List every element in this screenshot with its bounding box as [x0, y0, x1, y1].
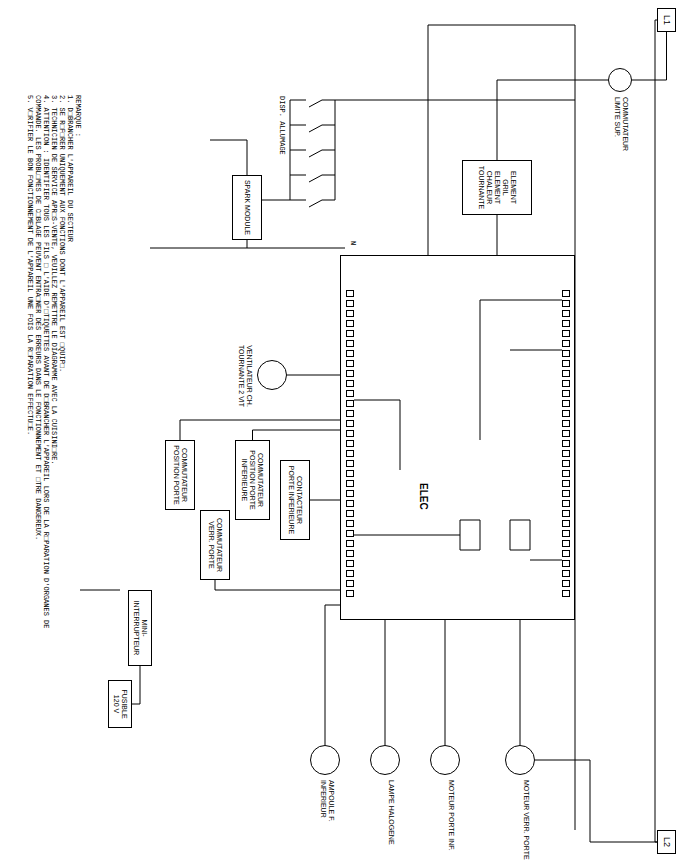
- component-label: L1: [661, 15, 672, 25]
- wire: [325, 605, 340, 745]
- component-label: MOTEUR VERR. PORTE: [522, 780, 530, 860]
- line-terminal: L1: [657, 8, 676, 32]
- wire-label: N: [349, 240, 357, 246]
- wire: [535, 760, 657, 842]
- component-label: COMMUTATEUR POSITION PORTE: [172, 443, 188, 507]
- motor-symbol: MOTEUR PORTE INF.: [430, 745, 460, 775]
- component-label: CONTACTEUR PORTE INFERIEURE: [287, 463, 303, 537]
- notes-block: REMARQUE :1. D□BRANCHER L'APPAREIL DU SE…: [26, 95, 82, 655]
- element-box: ELEMENT GRILELEMENT CHALEUR TOURNANTE: [462, 160, 532, 215]
- note-line: 2. SE R□F□RER UNIQUEMENT AUX FONCTIONS D…: [58, 95, 66, 655]
- fuse-box: FUSIBLE 120 V: [108, 680, 132, 728]
- wire: [497, 215, 498, 255]
- component-label: AMPOULE F. INFERIEUR: [319, 780, 335, 860]
- lock-switch: COMMUTATEUR VERR. PORTE: [200, 510, 230, 580]
- wire-label: DISP. ALLUMAGE: [278, 95, 286, 156]
- component-label: MOTEUR PORTE INF.: [447, 780, 455, 860]
- component-label: COMMUTATEUR LIMITE SUP.: [613, 97, 629, 167]
- component-label: ELEC: [417, 481, 429, 512]
- component-label: ELEMENT CHALEUR TOURNANTE: [477, 163, 501, 212]
- wire: [497, 80, 608, 160]
- component-label: MINI-INTERRUPTEUR: [132, 593, 148, 663]
- wire: [385, 620, 386, 745]
- line-terminal: L2: [657, 830, 676, 854]
- wire: [445, 620, 446, 745]
- component-label: LAMPE HALOGENE: [387, 780, 395, 860]
- wire: [520, 620, 521, 745]
- wire: [632, 32, 667, 80]
- component-label: ELEMENT GRIL: [501, 163, 517, 212]
- board-wiring: [80, 300, 562, 590]
- component-label: COMMUTATEUR POSITION PORTE INFERIEURE: [241, 443, 265, 517]
- wire: [180, 420, 340, 440]
- connector-pins-inner: [350, 290, 566, 600]
- component-label: COMMUTATEUR VERR. PORTE: [207, 513, 223, 577]
- component-label: SPARK MODULE: [243, 180, 251, 235]
- fan-motor: VENTILATEUR CH. TOURNANTE 2 VIT: [257, 360, 287, 390]
- bus-wire: [428, 20, 658, 842]
- door-switch: CONTACTEUR PORTE INFERIEURE: [280, 460, 310, 540]
- note-line: REMARQUE :: [74, 95, 82, 655]
- note-line: 3. TECHNICIEN DE SERVICE APR□S-VENTE, VE…: [50, 95, 58, 655]
- control-board: ELEC: [340, 255, 575, 620]
- component-label: VENTILATEUR CH. TOURNANTE 2 VIT: [237, 341, 253, 411]
- component-label: FUSIBLE 120 V: [112, 683, 128, 725]
- limit-switch: COMMUTATEUR LIMITE SUP.: [608, 68, 632, 92]
- motor-symbol: MOTEUR VERR. PORTE: [505, 745, 535, 775]
- door-switch: COMMUTATEUR POSITION PORTE INFERIEURE: [235, 440, 270, 520]
- door-switch: COMMUTATEUR POSITION PORTE: [165, 440, 195, 510]
- spark-module: SPARK MODULE: [232, 175, 262, 240]
- lamp-symbol: AMPOULE F. INFERIEUR: [310, 745, 340, 775]
- connector-pins: [350, 290, 566, 600]
- note-line: 1. D□BRANCHER L'APPAREIL DU SECTEUR: [66, 95, 74, 655]
- wire: [215, 580, 340, 590]
- lamp-symbol: LAMPE HALOGENE: [370, 745, 400, 775]
- wire: [253, 430, 341, 440]
- micro-switch: MINI-INTERRUPTEUR: [128, 590, 152, 666]
- component-label: L2: [661, 837, 672, 847]
- note-line: 5. V□RIFIER LE BON FONCTIONNEMENT DE L'A…: [26, 95, 34, 655]
- wire: [132, 666, 140, 704]
- note-line: 4. ATTENTION : IDENTIFIER TOUS LES FILS …: [34, 95, 50, 655]
- wire: [310, 500, 340, 501]
- wire: [287, 375, 340, 376]
- neutral-wire: [150, 140, 345, 248]
